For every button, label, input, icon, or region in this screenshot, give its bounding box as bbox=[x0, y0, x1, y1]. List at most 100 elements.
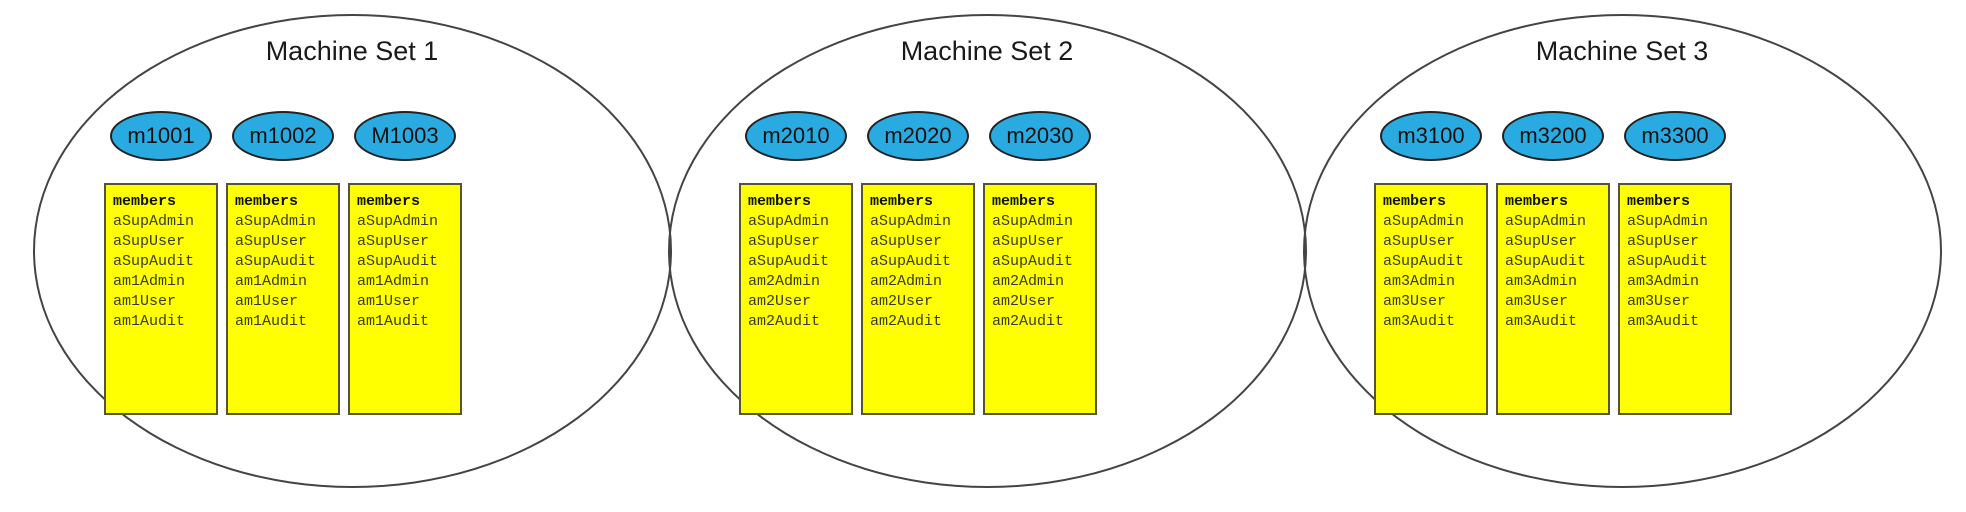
members-box-M1003: members aSupAdmin aSupUser aSupAudit am1Admi… bbox=[348, 183, 462, 415]
member-item: am1Audit bbox=[357, 313, 430, 330]
member-item: am2Audit bbox=[992, 313, 1065, 330]
member-item: am1User bbox=[357, 293, 421, 310]
machine-node-label: M1003 bbox=[371, 123, 439, 148]
machine-node-M1003[interactable]: M1003 bbox=[354, 111, 456, 161]
member-item: am2Admin bbox=[748, 273, 821, 290]
member-item: am2Admin bbox=[992, 273, 1065, 290]
member-item: am2Audit bbox=[748, 313, 821, 330]
member-item: aSupAudit bbox=[1627, 253, 1709, 270]
members-box-header: members bbox=[748, 193, 812, 210]
machine-set-title-2: Machine Set 2 bbox=[900, 36, 1074, 66]
members-box-m2020: members aSupAdmin aSupUser aSupAudit am2Admi… bbox=[861, 183, 975, 415]
member-item: aSupAdmin bbox=[1627, 213, 1709, 230]
machine-node-label: m2010 bbox=[762, 123, 830, 148]
member-item: aSupUser bbox=[357, 233, 430, 250]
member-item: aSupAdmin bbox=[235, 213, 317, 230]
member-item: aSupAudit bbox=[113, 253, 195, 270]
member-item: am2Admin bbox=[870, 273, 943, 290]
machine-node-m2030[interactable]: m2030 bbox=[989, 111, 1091, 161]
members-box-header: members bbox=[870, 193, 934, 210]
member-item: aSupAdmin bbox=[870, 213, 952, 230]
machine-set-ellipse-3 bbox=[1303, 14, 1942, 488]
member-item: aSupAudit bbox=[1383, 253, 1465, 270]
member-item: aSupUser bbox=[235, 233, 308, 250]
members-box-header: members bbox=[1383, 193, 1447, 210]
member-item: am3Admin bbox=[1383, 273, 1456, 290]
member-item: aSupUser bbox=[1383, 233, 1456, 250]
member-item: am3Admin bbox=[1627, 273, 1700, 290]
member-item: aSupAudit bbox=[992, 253, 1074, 270]
machine-node-m2020[interactable]: m2020 bbox=[867, 111, 969, 161]
machine-node-label: m3100 bbox=[1397, 123, 1465, 148]
member-item: am3User bbox=[1627, 293, 1691, 310]
members-box-m2030: members aSupAdmin aSupUser aSupAudit am2Admi… bbox=[983, 183, 1097, 415]
machine-node-m1002[interactable]: m1002 bbox=[232, 111, 334, 161]
member-item: aSupUser bbox=[1627, 233, 1700, 250]
members-box-m1002: members aSupAdmin aSupUser aSupAudit am1Admi… bbox=[226, 183, 340, 415]
member-item: am3User bbox=[1505, 293, 1569, 310]
member-item: am1User bbox=[235, 293, 299, 310]
member-item: aSupAdmin bbox=[748, 213, 830, 230]
member-item: am1Admin bbox=[113, 273, 186, 290]
members-box-header: members bbox=[1627, 193, 1691, 210]
member-item: am2User bbox=[870, 293, 934, 310]
member-item: am2Audit bbox=[870, 313, 943, 330]
member-item: aSupUser bbox=[992, 233, 1065, 250]
machine-node-label: m1002 bbox=[249, 123, 317, 148]
members-box-m3200: members aSupAdmin aSupUser aSupAudit am3Admi… bbox=[1496, 183, 1610, 415]
member-item: am3Audit bbox=[1383, 313, 1456, 330]
machine-set-title-1: Machine Set 1 bbox=[265, 36, 439, 66]
members-box-m3100: members aSupAdmin aSupUser aSupAudit am3Admi… bbox=[1374, 183, 1488, 415]
members-box-header: members bbox=[992, 193, 1056, 210]
members-box-m3300: members aSupAdmin aSupUser aSupAudit am3Admi… bbox=[1618, 183, 1732, 415]
machine-node-label: m3200 bbox=[1519, 123, 1587, 148]
members-list: aSupAdmin aSupUser aSupAudit am2Admin am2Use… bbox=[748, 212, 851, 332]
members-list: aSupAdmin aSupUser aSupAudit am1Admin am1Use… bbox=[357, 212, 460, 332]
member-item: aSupUser bbox=[113, 233, 186, 250]
member-item: am1User bbox=[113, 293, 177, 310]
members-list: aSupAdmin aSupUser aSupAudit am2Admin am2Use… bbox=[992, 212, 1095, 332]
member-item: am1Admin bbox=[235, 273, 308, 290]
member-item: aSupAudit bbox=[235, 253, 317, 270]
member-item: aSupAdmin bbox=[113, 213, 195, 230]
member-item: am3Admin bbox=[1505, 273, 1578, 290]
machine-node-label: m2020 bbox=[884, 123, 952, 148]
members-list: aSupAdmin aSupUser aSupAudit am2Admin am2Use… bbox=[870, 212, 973, 332]
machine-node-label: m3300 bbox=[1641, 123, 1709, 148]
members-list: aSupAdmin aSupUser aSupAudit am3Admin am3Use… bbox=[1505, 212, 1608, 332]
member-item: am3User bbox=[1383, 293, 1447, 310]
member-item: aSupAudit bbox=[1505, 253, 1587, 270]
machine-node-m3300[interactable]: m3300 bbox=[1624, 111, 1726, 161]
member-item: aSupAudit bbox=[357, 253, 439, 270]
member-item: am1Audit bbox=[235, 313, 308, 330]
member-item: aSupAdmin bbox=[1505, 213, 1587, 230]
member-item: am3Audit bbox=[1627, 313, 1700, 330]
members-box-m2010: members aSupAdmin aSupUser aSupAudit am2Admi… bbox=[739, 183, 853, 415]
member-item: am2User bbox=[748, 293, 812, 310]
member-item: aSupAudit bbox=[748, 253, 830, 270]
member-item: aSupAdmin bbox=[357, 213, 439, 230]
machine-node-label: m2030 bbox=[1006, 123, 1074, 148]
member-item: aSupAdmin bbox=[1383, 213, 1465, 230]
members-box-header: members bbox=[113, 193, 177, 210]
member-item: aSupUser bbox=[748, 233, 821, 250]
member-item: am1Audit bbox=[113, 313, 186, 330]
machine-node-m2010[interactable]: m2010 bbox=[745, 111, 847, 161]
member-item: am2User bbox=[992, 293, 1056, 310]
machine-node-m3100[interactable]: m3100 bbox=[1380, 111, 1482, 161]
machine-node-m3200[interactable]: m3200 bbox=[1502, 111, 1604, 161]
machine-node-m1001[interactable]: m1001 bbox=[110, 111, 212, 161]
members-list: aSupAdmin aSupUser aSupAudit am1Admin am1Use… bbox=[235, 212, 338, 332]
member-item: aSupAudit bbox=[870, 253, 952, 270]
member-item: aSupUser bbox=[1505, 233, 1578, 250]
member-item: aSupAdmin bbox=[992, 213, 1074, 230]
members-box-m1001: members aSupAdmin aSupUser aSupAudit am1Admi… bbox=[104, 183, 218, 415]
member-item: aSupUser bbox=[870, 233, 943, 250]
members-box-header: members bbox=[1505, 193, 1569, 210]
members-box-header: members bbox=[357, 193, 421, 210]
members-list: aSupAdmin aSupUser aSupAudit am3Admin am3Use… bbox=[1383, 212, 1486, 332]
members-box-header: members bbox=[235, 193, 299, 210]
member-item: am1Admin bbox=[357, 273, 430, 290]
machine-node-label: m1001 bbox=[127, 123, 195, 148]
